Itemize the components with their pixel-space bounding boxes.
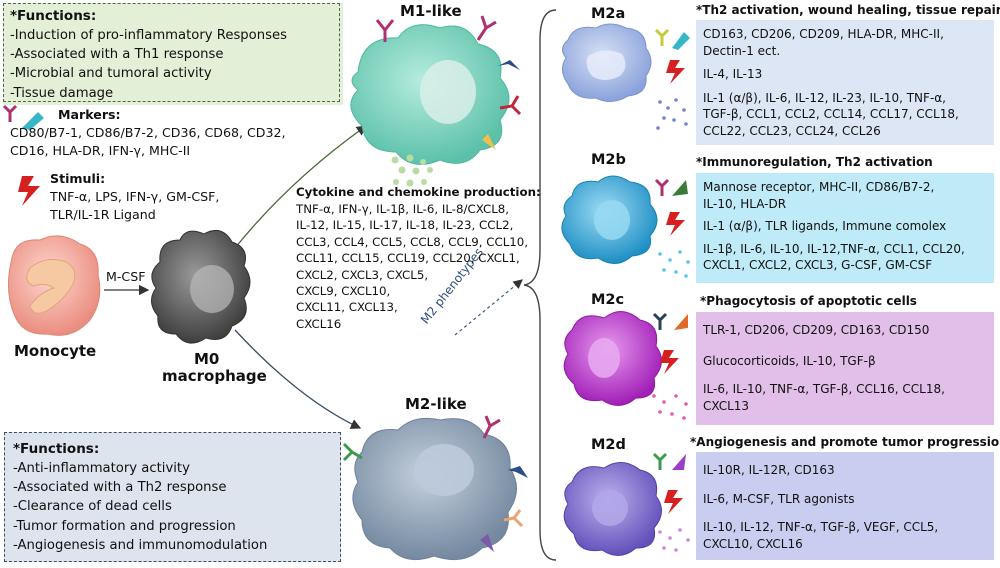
m2d-dots (658, 528, 690, 552)
m2b-markers-line: Mannose receptor, MHC-II, CD86/B7-2, (703, 180, 935, 194)
m1-markers-line: CD80/B7-1, CD86/B7-2, CD36, CD68, CD32, (10, 125, 286, 140)
m2a-stimuli-bolt-icon (666, 60, 685, 84)
m2d-label: M2d (591, 437, 626, 453)
m1-functions-box-bg (3, 3, 343, 105)
m2-phenotypes-arrow (454, 279, 523, 336)
m2b-label: M2b (591, 152, 626, 168)
macrophage-label: macrophage (162, 367, 267, 385)
m2c-products-line: CXCL13 (703, 398, 750, 413)
m1-markers-heading: Markers: (58, 107, 121, 122)
m0-label: M0 (194, 350, 220, 368)
m1-stimuli-line: TLR/IL-1R Ligand (50, 207, 156, 222)
m2a-markers-line: CD163, CD206, CD209, HLA-DR, MHC-II, (703, 27, 944, 41)
m2c-receptor-icons (652, 312, 688, 330)
monocyte-label: Monocyte (14, 342, 97, 360)
m2b-cell (561, 175, 658, 264)
cytokines-line: CCL11, CCL15, CCL19, CCL20, CXCL1, (296, 251, 520, 266)
m1-markers-line: CD16, HLA-DR, IFN-γ, MHC-II (10, 143, 191, 158)
m1-secretion-dots (391, 154, 433, 187)
m2b-products-line: CXCL1, CXCL2, CXCL3, G-CSF, GM-CSF (703, 258, 933, 272)
m2-function-item: -Tumor formation and progression (13, 518, 236, 534)
m0-macrophage-cell (151, 229, 251, 344)
m1-like-label: M1-like (400, 2, 462, 20)
m1-stimuli-bolt-icon (18, 176, 40, 206)
m2d-markers-line: IL-10R, IL-12R, CD163 (703, 463, 835, 477)
m2c-markers-line: TLR-1, CD206, CD209, CD163, CD150 (703, 323, 930, 337)
m2c-cell (563, 311, 662, 406)
subtype-brace (523, 9, 557, 561)
m2b-heading: *Immunoregulation, Th2 activation (696, 155, 933, 169)
cytokines-line: CXCL16 (296, 316, 342, 331)
m2b-products-line: IL-1β, IL-6, IL-10, IL-12,TNF-α, CCL1, C… (703, 241, 965, 256)
m2a-label: M2a (591, 6, 626, 22)
m2a-receptor-icons (654, 28, 690, 50)
m2a-heading: *Th2 activation, wound healing, tissue r… (696, 3, 1000, 17)
m2c-stimuli-line: Glucocorticoids, IL-10, TGF-β (703, 353, 876, 368)
m2c-label: M2c (591, 292, 625, 308)
m2a-products-line: IL-1 (α/β), IL-6, IL-12, IL-23, IL-10, T… (703, 90, 946, 105)
m2d-panel: IL-10R, IL-12R, CD163 IL-6, M-CSF, TLR a… (696, 452, 994, 560)
m1-function-item: -Tissue damage (10, 85, 114, 101)
m2d-stimuli-bolt-icon (664, 490, 683, 514)
m2d-heading: *Angiogenesis and promote tumor progress… (690, 435, 1000, 449)
m2b-stimuli-bolt-icon (666, 212, 685, 236)
m1-like-cell (350, 15, 522, 165)
m2b-markers-line: IL-10, HLA-DR (703, 196, 787, 211)
m1-stimuli-line: TNF-α, LPS, IFN-γ, GM-CSF, (50, 189, 220, 204)
cytokines-heading: Cytokine and chemokine production: (296, 185, 541, 199)
m2d-cell (563, 462, 662, 556)
m1-function-item: -Induction of pro-inflammatory Responses (10, 28, 287, 43)
m0-to-m1-arrow (234, 125, 368, 249)
m2a-panel: CD163, CD206, CD209, HLA-DR, MHC-II, Dec… (696, 20, 994, 145)
m1-function-item: -Associated with a Th1 response (10, 47, 224, 63)
m2b-receptor-icons (654, 178, 688, 196)
m2-like-cell (342, 415, 528, 561)
monocyte-cell (8, 235, 101, 336)
cytokines-line: CXCL9, CXCL10, (296, 284, 391, 298)
m1-functions-box: *Functions: -Induction of pro-inflammato… (3, 3, 340, 102)
cytokines-line: TNF-α, IFN-γ, IL-1β, IL-6, IL-8/CXCL8, (296, 202, 510, 216)
m1-functions-heading: *Functions: (10, 8, 97, 24)
m2c-panel-bg (696, 312, 994, 425)
m2b-panel: Mannose receptor, MHC-II, CD86/B7-2, IL-… (696, 173, 994, 283)
m2b-stimuli-line: IL-1 (α/β), TLR ligands, Immune comolex (703, 219, 947, 233)
m2a-panel-bg (696, 20, 994, 145)
m2-functions-heading: *Functions: (13, 441, 100, 457)
cytokines-line: CXCL2, CXCL3, CXCL5, (296, 267, 429, 282)
m2a-dots (656, 98, 688, 130)
m2-function-item: -Anti-inflammatory activity (13, 461, 190, 476)
cytokines-line: CCL3, CCL4, CCL5, CCL8, CCL9, CCL10, (296, 234, 529, 249)
m2a-markers-line: Dectin-1 ect. (703, 43, 781, 58)
m2-functions-box-bg (4, 432, 341, 562)
cytokines-line: CXCL11, CXCL13, (296, 300, 398, 315)
m2b-panel-bg (696, 173, 994, 283)
m2-function-item: -Angiogenesis and immunomodulation (13, 537, 268, 553)
m2c-panel: TLR-1, CD206, CD209, CD163, CD150 Glucoc… (696, 312, 994, 425)
m2d-panel-bg (696, 452, 994, 560)
m2c-products-line: IL-6, IL-10, TNF-α, TGF-β, CCL16, CCL18, (703, 382, 945, 396)
m2a-cell (562, 23, 652, 102)
m2-function-item: -Clearance of dead cells (13, 499, 172, 515)
m2a-stimuli-line: IL-4, IL-13 (703, 67, 763, 81)
m2d-products-line: CXCL10, CXCL16 (703, 536, 803, 551)
m2c-heading: *Phagocytosis of apoptotic cells (700, 294, 917, 308)
m1-function-item: -Microbial and tumoral activity (10, 66, 212, 82)
m2-functions-box: *Functions: -Anti-inflammatory activity … (4, 432, 341, 562)
m2a-products-line: CCL22, CCL23, CCL24, CCL26 (703, 123, 881, 138)
cytokines-line: IL-12, IL-15, IL-17, IL-18, IL-23, CCL2, (296, 218, 514, 233)
m2b-dots (658, 250, 690, 278)
m1-marker-icons (2, 104, 44, 130)
m2-like-label: M2-like (405, 395, 467, 413)
m2c-dots (652, 394, 688, 420)
m2a-products-line: TGF-β, CCL1, CCL2, CCL14, CCL17, CCL18, (703, 107, 959, 121)
m2d-receptor-icons (652, 452, 686, 470)
m1-stimuli-heading: Stimuli: (50, 171, 106, 186)
m2d-stimuli-line: IL-6, M-CSF, TLR agonists (703, 491, 855, 506)
m2-function-item: -Associated with a Th2 response (13, 480, 227, 496)
m2c-stimuli-bolt-icon (660, 350, 679, 374)
m0-to-m2-arrow (234, 329, 362, 429)
mcsf-label: M-CSF (106, 269, 146, 284)
m2d-products-line: IL-10, IL-12, TNF-α, TGF-β, VEGF, CCL5, (703, 520, 939, 534)
